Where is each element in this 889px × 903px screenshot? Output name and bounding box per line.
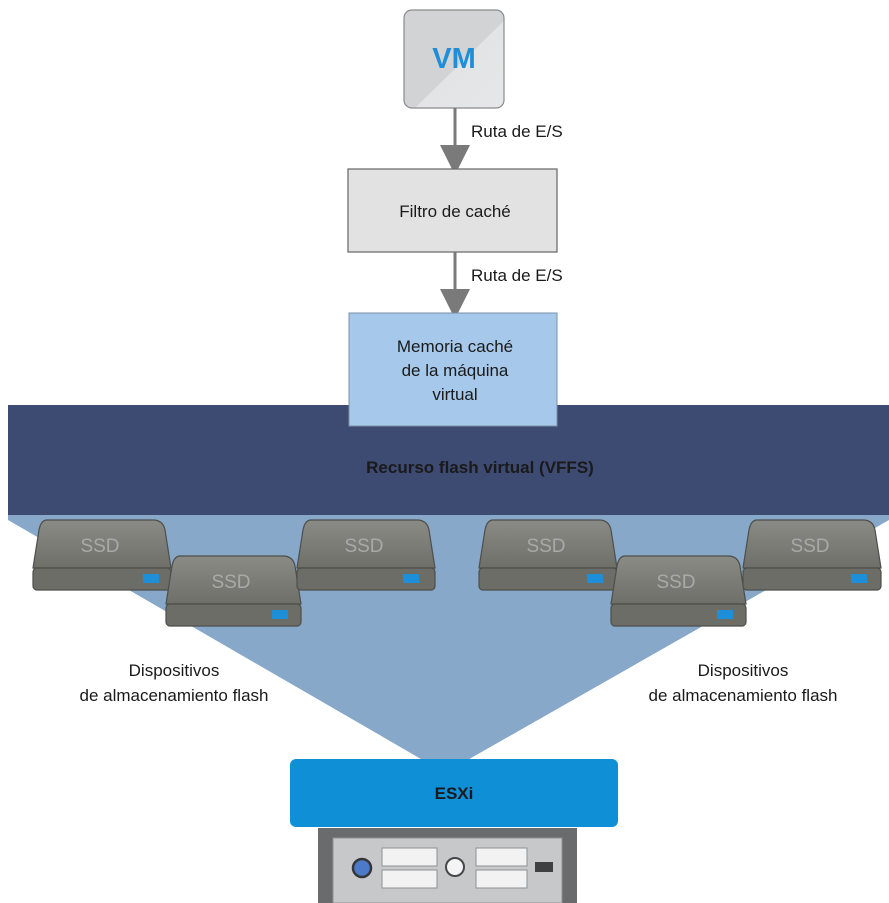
- esxi-label: ESXi: [435, 784, 474, 803]
- vm-cache-line-1: Memoria caché: [397, 337, 513, 356]
- cache-filter-label: Filtro de caché: [399, 202, 511, 221]
- drive-bay: [475, 847, 528, 867]
- usb-port-icon: [535, 862, 553, 872]
- power-button-icon: [351, 857, 373, 879]
- flash-devices-left-line-2: de almacenamiento flash: [79, 686, 268, 705]
- ssd-label: SSD: [656, 572, 695, 593]
- vm-label: VM: [432, 43, 476, 75]
- esxi-box: [290, 759, 618, 827]
- server-hardware: [318, 828, 577, 903]
- vffs-label: Recurso flash virtual (VFFS): [366, 458, 594, 477]
- ssd-label: SSD: [211, 572, 250, 593]
- ssd-label: SSD: [80, 536, 119, 557]
- ssd-drive: SSD: [296, 519, 436, 591]
- ssd-drive: SSD: [32, 519, 172, 591]
- ssd-drive: SSD: [610, 555, 747, 627]
- vm-cache-box: [348, 312, 558, 427]
- drive-bay: [381, 847, 438, 867]
- flash-devices-left-line-1: Dispositivos: [129, 661, 220, 680]
- ssd-label: SSD: [526, 536, 565, 557]
- flash-devices-right-line-1: Dispositivos: [698, 661, 789, 680]
- cache-filter-box: [347, 168, 558, 253]
- vm-box: VM: [403, 9, 505, 109]
- ssd-drive: SSD: [742, 519, 882, 591]
- io-path-label-bottom: Ruta de E/S: [471, 266, 563, 285]
- ssd-drive: SSD: [478, 519, 618, 591]
- ssd-drive: SSD: [165, 555, 302, 627]
- drive-bay: [475, 869, 528, 889]
- vm-cache-line-2: de la máquina: [402, 361, 509, 380]
- status-light-icon: [445, 857, 465, 877]
- flash-devices-right-line-2: de almacenamiento flash: [648, 686, 837, 705]
- io-path-label-top: Ruta de E/S: [471, 122, 563, 141]
- ssd-label: SSD: [790, 536, 829, 557]
- ssd-label: SSD: [344, 536, 383, 557]
- drive-bay: [381, 869, 438, 889]
- vm-cache-line-3: virtual: [432, 385, 477, 404]
